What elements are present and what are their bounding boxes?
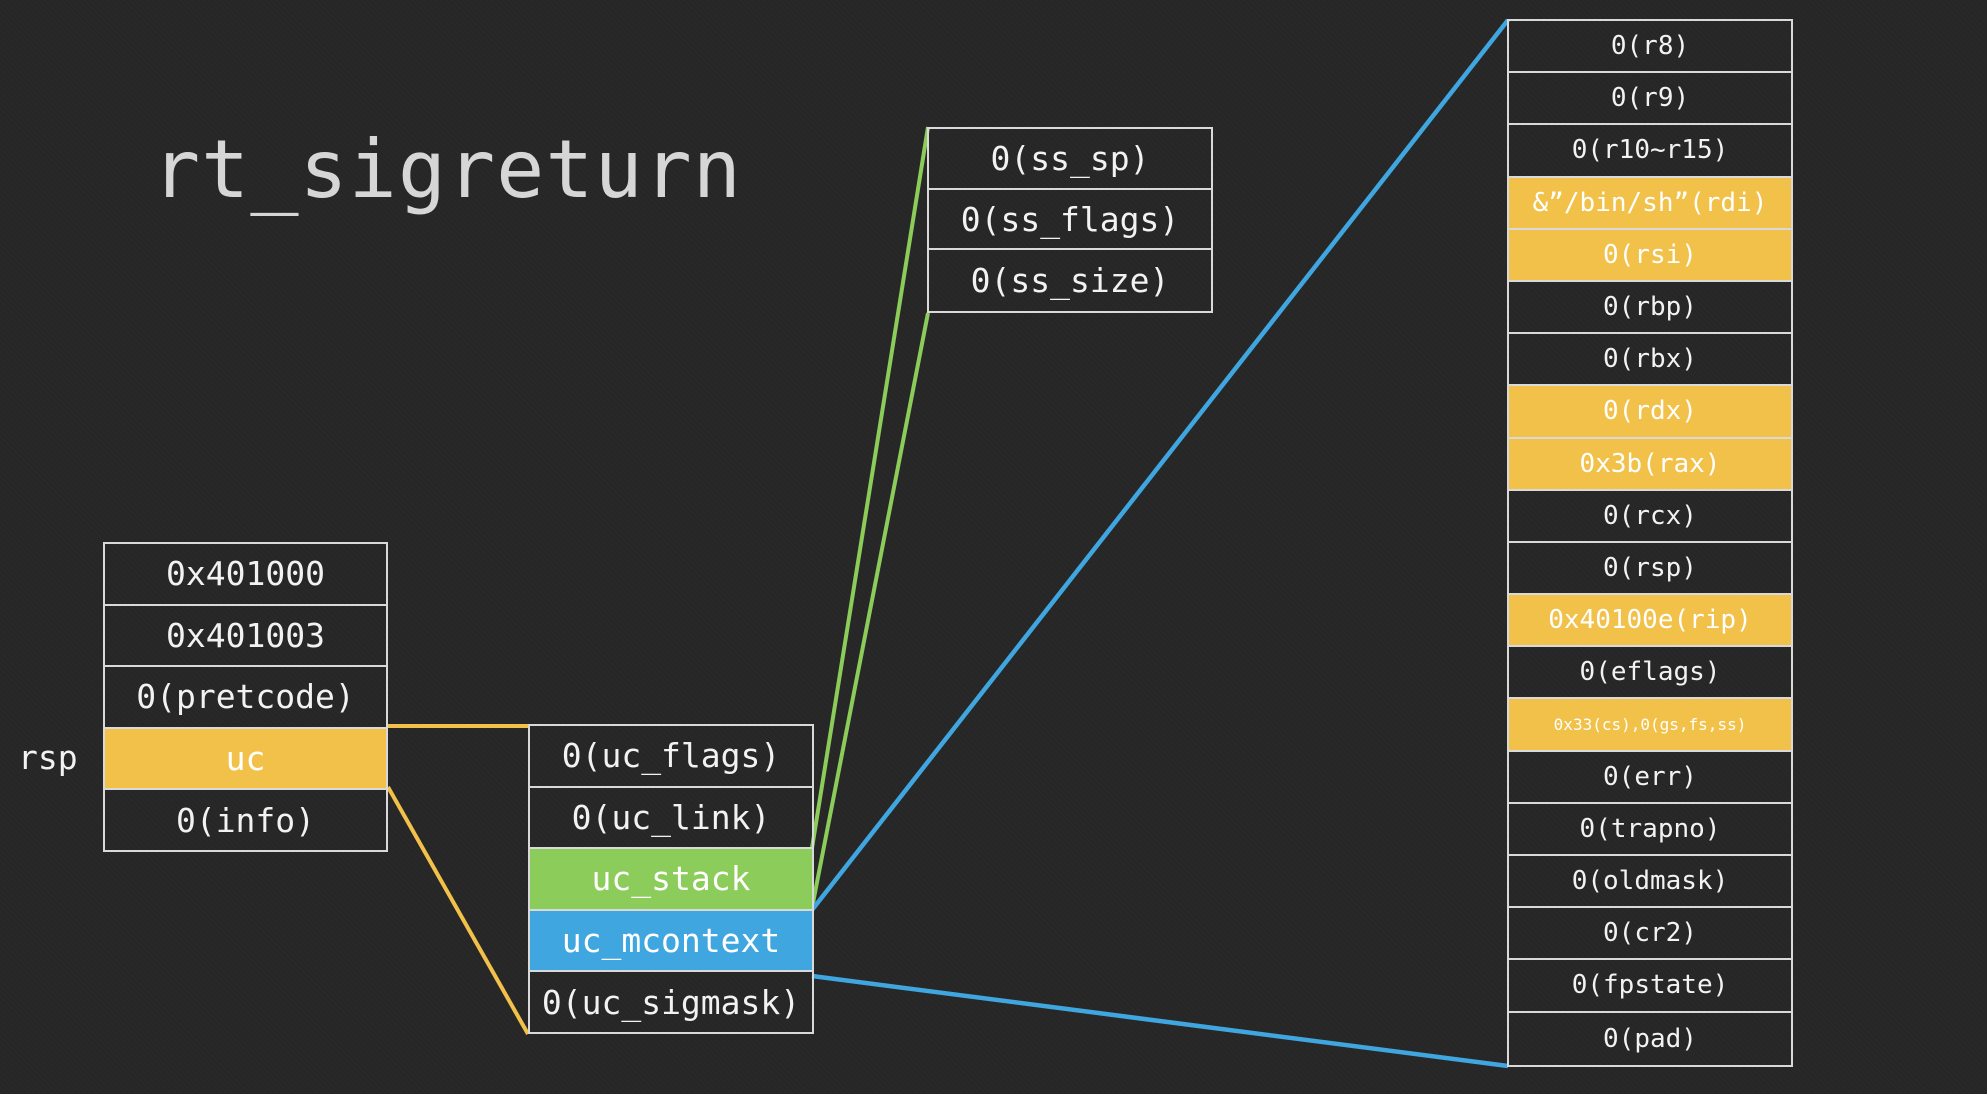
ucontext-field: 0(uc_link) xyxy=(530,788,812,849)
stack-t-field: 0(ss_sp) xyxy=(929,129,1211,190)
ucontext-field-uc-mcontext: uc_mcontext xyxy=(530,910,812,972)
register-cell: 0(rbp) xyxy=(1509,282,1791,335)
register-cell: 0(oldmask) xyxy=(1509,856,1791,909)
mcontext-register-table: 0(r8) 0(r9) 0(r10~r15) &”/bin/sh”(rdi) 0… xyxy=(1507,19,1793,1067)
uc-stack-connector-top xyxy=(810,126,930,849)
stack-t-field: 0(ss_flags) xyxy=(929,190,1211,251)
register-cell: 0(cr2) xyxy=(1509,908,1791,961)
ucontext-field: 0(uc_sigmask) xyxy=(541,983,801,1023)
register-cell-rdx: 0(rdx) xyxy=(1509,386,1791,439)
ucontext-struct: 0(uc_flags) 0(uc_link) uc_stack uc_mcont… xyxy=(528,724,814,1034)
frame-cell-uc: uc xyxy=(105,728,386,790)
register-cell-rsi: 0(rsi) xyxy=(1509,229,1791,282)
register-cell: 0(r9) xyxy=(1509,73,1791,126)
frame-cell: 0(pretcode) xyxy=(105,667,386,729)
register-cell: 0(rsp) xyxy=(1509,543,1791,596)
uc-stack-connector-bottom xyxy=(810,312,930,909)
uc-mcontext-connector-top xyxy=(810,18,1510,912)
register-cell: 0(r10~r15) xyxy=(1509,125,1791,178)
frame-cell: 0x401000 xyxy=(105,544,386,606)
register-cell: 0(eflags) xyxy=(1509,647,1791,700)
ucontext-field-uc-stack: uc_stack xyxy=(530,849,812,911)
register-cell: 0(pad) xyxy=(1603,1023,1697,1054)
stack-t-field: 0(ss_size) xyxy=(970,261,1170,301)
register-cell: 0(trapno) xyxy=(1509,804,1791,856)
uc-connector-bottom xyxy=(386,786,530,1035)
register-cell: 0(rcx) xyxy=(1509,491,1791,543)
ucontext-field: 0(uc_flags) xyxy=(530,726,812,788)
rsp-pointer-label: rsp xyxy=(18,738,78,777)
register-cell-rdi: &”/bin/sh”(rdi) xyxy=(1509,177,1791,230)
register-cell-rip: 0x40100e(rip) xyxy=(1509,595,1791,648)
diagram-title: rt_sigreturn xyxy=(152,123,742,216)
register-cell-rax: 0x3b(rax) xyxy=(1509,438,1791,491)
register-cell-segments: 0x33(cs),0(gs,fs,ss) xyxy=(1509,699,1791,752)
frame-cell: 0x401003 xyxy=(105,606,386,667)
uc-mcontext-connector-bottom xyxy=(811,973,1509,1069)
signal-frame-stack: 0x401000 0x401003 0(pretcode) uc 0(info) xyxy=(103,542,388,852)
frame-cell: 0(info) xyxy=(175,801,316,841)
register-cell: 0(rbx) xyxy=(1509,334,1791,387)
stack-t-struct: 0(ss_sp) 0(ss_flags) 0(ss_size) xyxy=(927,127,1213,313)
register-cell: 0(err) xyxy=(1509,752,1791,804)
register-cell: 0(r8) xyxy=(1509,21,1791,74)
register-cell: 0(fpstate) xyxy=(1509,960,1791,1013)
